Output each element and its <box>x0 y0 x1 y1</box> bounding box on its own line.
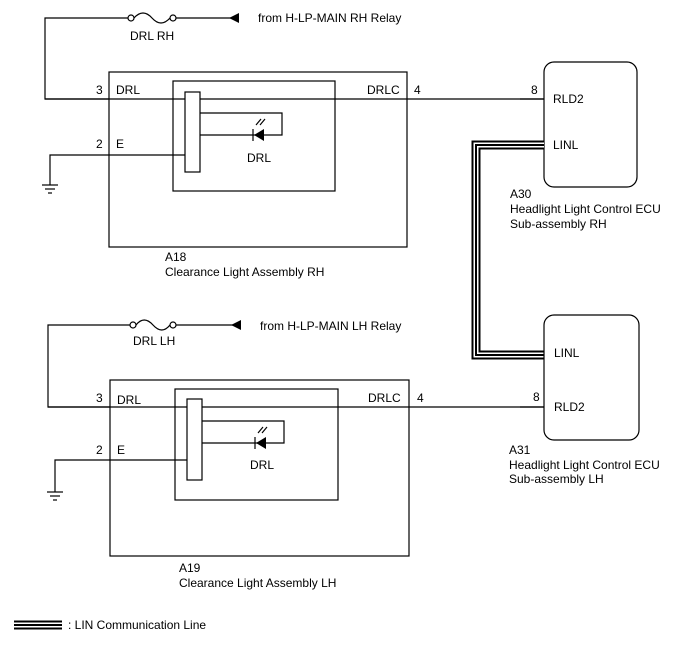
lh-feed-label: from H-LP-MAIN LH Relay <box>260 319 401 333</box>
ecu-lh-name-line1: Headlight Light Control ECU <box>509 458 660 472</box>
ecu-rh: 8 RLD2 LINL A30 Headlight Light Control … <box>510 61 661 231</box>
rh-pin-e-label: E <box>116 137 124 151</box>
lh-pin-drl-label: DRL <box>117 393 141 407</box>
rh-fuse-icon <box>127 12 177 24</box>
rh-led-loop <box>200 112 283 136</box>
lh-circuit: from H-LP-MAIN LH Relay DRL LH DRL 3 DR <box>47 319 549 590</box>
ecu-rh-name-line2: Sub-assembly RH <box>510 217 607 231</box>
ecu-lh-name-line2: Sub-assembly LH <box>509 472 604 486</box>
rh-fuse-label: DRL RH <box>130 29 174 43</box>
lh-pin-e-label: E <box>117 443 125 457</box>
rh-feed-label: from H-LP-MAIN RH Relay <box>258 11 401 25</box>
lh-led-loop <box>202 420 285 444</box>
lh-fuse-label: DRL LH <box>133 334 175 348</box>
ecu-rh-pin-linl-label: LINL <box>553 138 579 152</box>
ecu-rh-pin-rld2-label: RLD2 <box>553 92 584 106</box>
ecu-lh-pin-rld2-label: RLD2 <box>554 400 585 414</box>
lh-pin-drlc-label: DRLC <box>368 391 401 405</box>
lh-fuse-icon <box>129 319 177 331</box>
rh-pin-e-number: 2 <box>96 137 103 151</box>
ecu-lh-code: A31 <box>509 443 531 457</box>
rh-control-block <box>184 91 201 173</box>
lh-pin-drlc-number: 4 <box>417 391 424 405</box>
ecu-lh: LINL 8 RLD2 A31 Headlight Light Control … <box>509 314 660 486</box>
rh-pin-drlc-label: DRLC <box>367 83 400 97</box>
ecu-rh-code: A30 <box>510 187 532 201</box>
lin-communication-line <box>471 140 544 360</box>
rh-pin-drl-label: DRL <box>116 83 140 97</box>
lh-ground-wire <box>54 459 187 492</box>
lh-pin-e-number: 2 <box>96 443 103 457</box>
rh-pin-drlc-number: 4 <box>414 83 421 97</box>
ecu-lh-pin-linl-label: LINL <box>554 346 580 360</box>
lh-led-label: DRL <box>250 458 274 472</box>
ecu-rh-box <box>543 61 638 188</box>
ecu-lh-pin-rld2-number: 8 <box>533 390 540 404</box>
rh-led-icon <box>252 118 266 141</box>
lh-component-name: Clearance Light Assembly LH <box>179 576 336 590</box>
rh-circuit: from H-LP-MAIN RH Relay DRL RH <box>42 11 549 279</box>
legend: : LIN Communication Line <box>14 618 206 632</box>
lh-control-block <box>186 398 203 481</box>
ecu-rh-pin-rld2-number: 8 <box>531 83 538 97</box>
rh-component-code: A18 <box>165 250 187 264</box>
rh-ground-wire <box>49 154 185 185</box>
ecu-lh-box <box>543 314 640 441</box>
rh-ground-icon <box>42 184 58 194</box>
lh-led-icon <box>254 426 268 449</box>
lh-pin-drl-number: 3 <box>96 391 103 405</box>
lh-component-code: A19 <box>179 561 201 575</box>
legend-label: : LIN Communication Line <box>68 618 206 632</box>
lh-ground-icon <box>47 491 63 501</box>
rh-pin-drl-number: 3 <box>96 83 103 97</box>
rh-component-name: Clearance Light Assembly RH <box>165 265 324 279</box>
ecu-rh-name-line1: Headlight Light Control ECU <box>510 202 661 216</box>
rh-led-label: DRL <box>247 151 271 165</box>
